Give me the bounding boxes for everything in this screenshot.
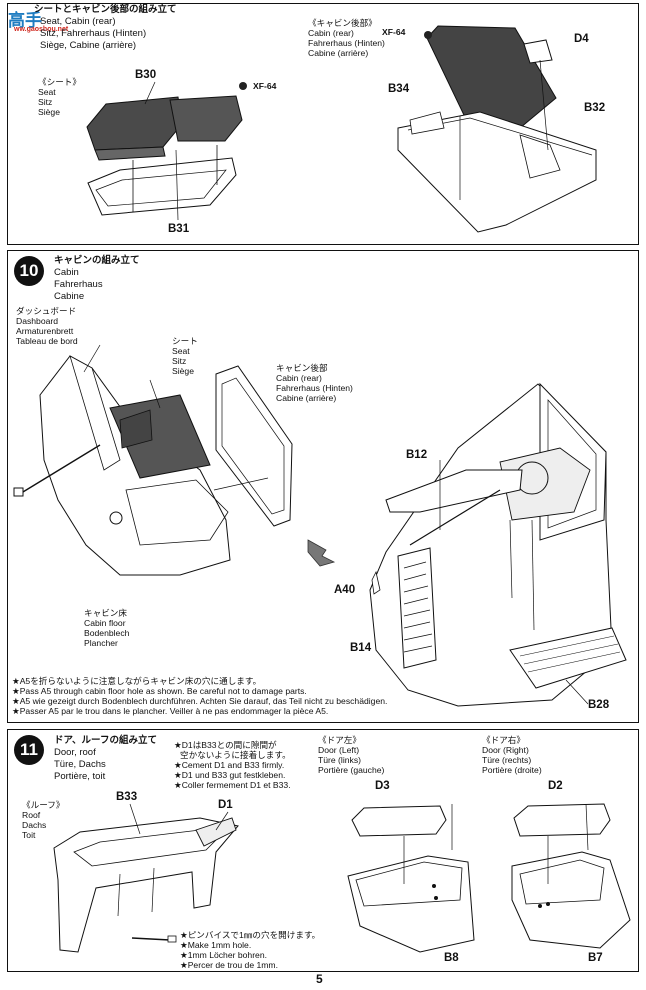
door-right-label-en: Door (Right): [482, 745, 529, 755]
cement-note-de: ★D1 und B33 gut festkleben.: [174, 770, 286, 780]
watermark-logo: 高手 ww.gaoshou.net: [2, 2, 74, 38]
door-right-label-fr: Portière (droite): [482, 765, 542, 775]
step10-number: 10: [14, 256, 44, 286]
door-right-label-jp: 《ドア右》: [482, 735, 525, 745]
part-b14: B14: [350, 642, 372, 654]
cabin-rear-label-en: Cabin (rear): [308, 28, 354, 38]
part-b7: B7: [588, 952, 603, 964]
paint-xf64-seat: XF-64: [253, 81, 277, 91]
step10-note-de: ★A5 wie gezeigt durch Bodenblech durchfü…: [12, 696, 388, 706]
rear10-label-de: Fahrerhaus (Hinten): [276, 383, 353, 393]
seat10-label-jp: シート: [172, 336, 198, 346]
part-b31: B31: [168, 223, 190, 235]
step9-title-de: Sitz, Fahrerhaus (Hinten): [40, 28, 147, 39]
part-b8: B8: [444, 952, 459, 964]
seat10-label-de: Sitz: [172, 356, 187, 366]
step9-title-fr: Siège, Cabine (arrière): [40, 40, 137, 51]
door-left-label-en: Door (Left): [318, 745, 360, 755]
hole-note-en: ★Make 1mm hole.: [180, 940, 252, 950]
seat-label-jp: 《シート》: [38, 77, 81, 87]
step11-title-en: Door, roof: [54, 747, 96, 758]
step11-title-de: Türe, Dachs: [54, 759, 106, 770]
door-left-label-de: Türe (links): [318, 755, 361, 765]
step9-title-jp: シートとキャビン後部の組み立て: [34, 4, 177, 15]
floor-label-en: Cabin floor: [84, 618, 126, 628]
cement-note-fr: ★Coller fermement D1 et B33.: [174, 780, 291, 790]
part-d3: D3: [375, 780, 390, 792]
floor-label-de: Bodenblech: [84, 628, 130, 638]
step10-note-jp: ★A5を折らないように注意しながらキャビン床の穴に通します。: [12, 676, 262, 686]
cabin-rear-label-fr: Cabine (arrière): [308, 48, 369, 58]
part-b34: B34: [388, 83, 410, 95]
roof-label-de: Dachs: [22, 820, 47, 830]
roof-label-en: Roof: [22, 810, 41, 820]
watermark-url: ww.gaoshou.net: [14, 26, 69, 33]
dashboard-label-fr: Tableau de bord: [16, 336, 78, 346]
seat-label-en: Seat: [38, 87, 56, 97]
floor-label-jp: キャビン床: [84, 608, 127, 618]
part-b33: B33: [116, 791, 138, 803]
door-right-label-de: Türe (rechts): [482, 755, 532, 765]
seat10-label-fr: Siège: [172, 366, 194, 376]
part-b28: B28: [588, 699, 610, 711]
seat-label-de: Sitz: [38, 97, 53, 107]
part-d4: D4: [574, 33, 589, 45]
dashboard-label-de: Armaturenbrett: [16, 326, 74, 336]
door-left-label-fr: Portière (gauche): [318, 765, 385, 775]
step11-title-jp: ドア、ルーフの組み立て: [54, 735, 157, 746]
roof-label-fr: Toit: [22, 830, 36, 840]
seat-label-fr: Siège: [38, 107, 60, 117]
step11-number: 11: [14, 735, 44, 765]
cement-note-en: ★Cement D1 and B33 firmly.: [174, 760, 285, 770]
part-a40: A40: [334, 584, 356, 596]
cabin-rear-label-jp: 《キャビン後部》: [308, 18, 377, 28]
part-b12: B12: [406, 449, 428, 461]
step10-title-fr: Cabine: [54, 291, 85, 302]
door-left-label-jp: 《ドア左》: [318, 735, 361, 745]
rear10-label-fr: Cabine (arrière): [276, 393, 337, 403]
step10-note-fr: ★Passer A5 par le trou dans le plancher.…: [12, 706, 329, 716]
step10-title-de: Fahrerhaus: [54, 279, 103, 290]
step11-title-fr: Portière, toit: [54, 771, 106, 782]
dashboard-label-jp: ダッシュボード: [16, 306, 77, 316]
rear10-label-jp: キャビン後部: [276, 363, 328, 373]
cabin-rear-label-de: Fahrerhaus (Hinten): [308, 38, 385, 48]
part-d2: D2: [548, 780, 563, 792]
step10-note-en: ★Pass A5 through cabin floor hole as sho…: [12, 686, 307, 696]
cement-note-jp-2: 空かないように接着します。: [180, 750, 291, 760]
step10-title-en: Cabin: [54, 267, 79, 278]
paint-xf64-cabin: XF-64: [382, 27, 406, 37]
hole-note-fr: ★Percer de trou de 1mm.: [180, 960, 278, 970]
step9-title-en: Seat, Cabin (rear): [40, 16, 116, 27]
roof-label-jp: 《ルーフ》: [22, 800, 65, 810]
hole-note-de: ★1mm Löcher bohren.: [180, 950, 267, 960]
step10-title-jp: キャビンの組み立て: [54, 255, 140, 266]
cement-note-jp-1: ★D1はB33との間に隙間が: [174, 740, 277, 750]
hole-note-jp: ★ピンバイスで1㎜の穴を開けます。: [180, 930, 321, 940]
dashboard-label-en: Dashboard: [16, 316, 59, 326]
seat10-label-en: Seat: [172, 346, 190, 356]
part-b32: B32: [584, 102, 606, 114]
rear10-label-en: Cabin (rear): [276, 373, 322, 383]
watermark-glyphs: 高手: [8, 11, 42, 30]
page-number: 5: [316, 972, 323, 986]
part-d1: D1: [218, 799, 233, 811]
part-b30: B30: [135, 69, 157, 81]
floor-label-fr: Plancher: [84, 638, 118, 648]
